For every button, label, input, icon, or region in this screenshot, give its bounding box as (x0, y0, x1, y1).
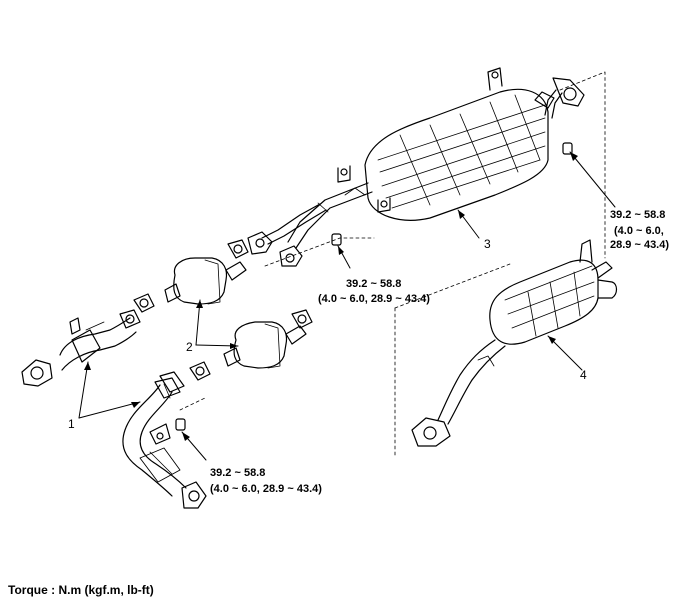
callout-4: 4 (580, 368, 587, 382)
torque-detail: 28.9 ~ 43.4) (610, 239, 670, 251)
rear-muffler (411, 239, 618, 447)
torque-units-caption: Torque : N.m (kgf.m, lb-ft) (8, 583, 154, 597)
torque-detail: (4.0 ~ 6.0, (614, 225, 664, 237)
torque-value: 39.2 ~ 58.8 (210, 467, 266, 479)
leader-lines (78, 151, 616, 461)
leader-arrowheads (84, 152, 578, 441)
callout-2: 2 (186, 340, 193, 354)
main-muffler-assembly (247, 67, 585, 267)
alignment-guides (179, 71, 606, 456)
front-pipes (21, 309, 207, 509)
torque-detail: (4.0 ~ 6.0, 28.9 ~ 43.4) (210, 483, 322, 495)
callout-3: 3 (484, 237, 491, 251)
torque-value: 39.2 ~ 58.8 (346, 278, 402, 290)
catalytic-converters (133, 239, 313, 381)
torque-detail: (4.0 ~ 6.0, 28.9 ~ 43.4) (318, 293, 430, 305)
bolts (175, 142, 573, 431)
torque-value: 39.2 ~ 58.8 (610, 209, 666, 221)
callout-1: 1 (68, 417, 75, 431)
